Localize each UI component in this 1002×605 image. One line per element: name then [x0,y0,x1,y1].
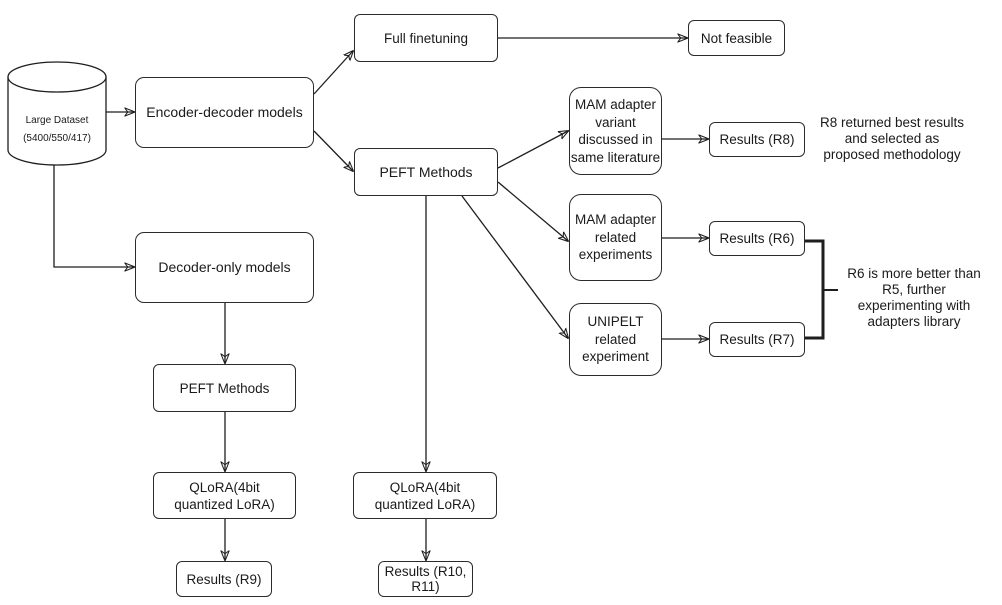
node-label: Decoder-only models [158,259,291,275]
node-mam-related: MAM adapter related experiments [569,194,662,281]
edge-encdec-peft [313,130,353,171]
node-qlora-encdec: QLoRA(4bit quantized LoRA) [353,472,497,519]
node-peft-encdec: PEFT Methods [354,148,498,196]
edge-dataset-deconly [53,165,134,267]
edge-peft-mamrelated [497,181,568,241]
node-results-r6: Results (R6) [709,221,805,256]
node-peft-decoder: PEFT Methods [153,364,296,412]
node-label: UNIPELT related experiment [582,314,649,365]
node-qlora-decoder: QLoRA(4bit quantized LoRA) [153,472,296,519]
node-label: MAM adapter related experiments [574,212,657,263]
node-label: MAM adapter variant discussed in same li… [570,97,661,165]
node-label: Results (R10, R11) [384,564,467,594]
note-text: R8 returned best results and selected as… [819,115,965,162]
node-full-finetuning: Full finetuning [354,14,498,62]
node-results-r10-r11: Results (R10, R11) [378,561,473,597]
node-label: QLoRA(4bit quantized LoRA) [374,479,476,512]
node-mam-variant: MAM adapter variant discussed in same li… [569,87,662,175]
note-r8: R8 returned best results and selected as… [817,115,967,163]
node-label: Encoder-decoder models [146,104,303,120]
node-label: Results (R8) [719,132,795,147]
note-r6: R6 is more better than R5, further exper… [840,266,988,330]
node-results-r7: Results (R7) [709,322,805,357]
node-label: Results (R6) [719,231,795,246]
node-label: Not feasible [700,30,773,46]
dataset-label: Large Dataset [25,115,89,126]
node-unipelt: UNIPELT related experiment [569,303,662,376]
node-results-r9: Results (R9) [176,561,272,597]
node-encoder-decoder: Encoder-decoder models [135,77,314,148]
edge-peft-mamvariant [497,131,568,169]
node-results-r8: Results (R8) [709,122,805,157]
note-text: R6 is more better than R5, further exper… [847,266,981,329]
edge-peft-unipelt [461,195,568,338]
node-label: Full finetuning [383,30,469,46]
node-label: PEFT Methods [179,380,270,396]
dataset-label-group: Large Dataset (5400/550/417) [8,112,106,148]
node-label: QLoRA(4bit quantized LoRA) [174,479,275,512]
dataset-sublabel: (5400/550/417) [23,133,91,144]
node-decoder-only: Decoder-only models [135,232,314,303]
node-not-feasible: Not feasible [688,20,785,56]
database-cylinder-icon [7,61,107,166]
edge-encdec-full [313,51,353,95]
node-label: Results (R9) [186,571,262,587]
node-label: Results (R7) [719,332,795,347]
bracket-r6-r7 [805,239,825,340]
node-label: PEFT Methods [379,163,473,180]
